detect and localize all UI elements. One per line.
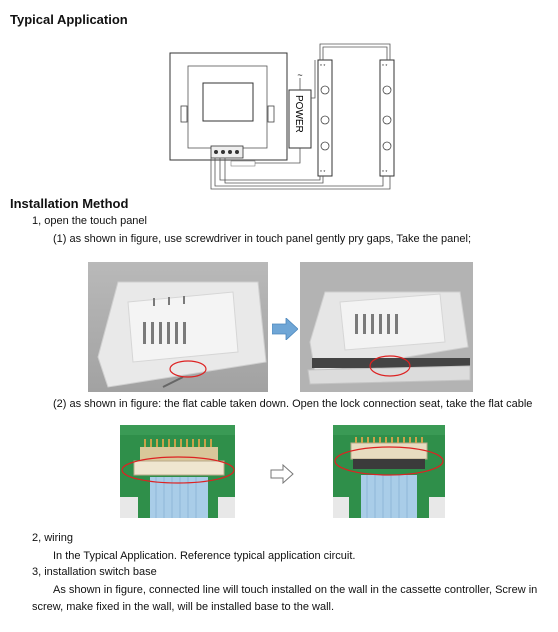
- photo-panel-open: [300, 262, 473, 392]
- step-3-text-line1: As shown in figure, connected line will …: [53, 584, 538, 596]
- step-1-1-text: (1) as shown in figure, use screwdriver …: [53, 233, 472, 245]
- photo-panel-pry: [88, 262, 268, 392]
- right-arrow-icon: [272, 318, 298, 340]
- section-title-typical-application: Typical Application: [10, 12, 128, 27]
- step-2-text: In the Typical Application. Reference ty…: [53, 550, 356, 562]
- display-window: [202, 82, 254, 122]
- step-3-heading: 3, installation switch base: [32, 566, 157, 578]
- svg-text:* *: * *: [382, 64, 387, 70]
- svg-text:* *: * *: [320, 64, 325, 70]
- step-1-2-text: (2) as shown in figure: the flat cable t…: [53, 398, 533, 410]
- step-1-heading: 1, open the touch panel: [32, 215, 147, 227]
- terminal-block: [210, 145, 244, 159]
- photo-cable-unlocked: [333, 425, 445, 518]
- step-3-text-line2: screw, make fixed in the wall, will be i…: [32, 601, 335, 613]
- svg-text:* *: * *: [320, 170, 325, 176]
- ac-tilde: ~: [297, 70, 302, 80]
- svg-text:* *: * *: [382, 170, 387, 176]
- step-2-heading: 2, wiring: [32, 532, 73, 544]
- led-strip-left: [317, 59, 333, 177]
- outline-arrow-icon: [270, 464, 294, 484]
- led-strip-right: [379, 59, 395, 177]
- power-label: POWER: [293, 95, 304, 133]
- section-title-installation-method: Installation Method: [10, 196, 129, 211]
- photo-cable-locked: [120, 425, 235, 518]
- wiring-diagram: ~ POWER * * * * * * * *: [169, 43, 395, 190]
- wall-plate: [169, 52, 288, 161]
